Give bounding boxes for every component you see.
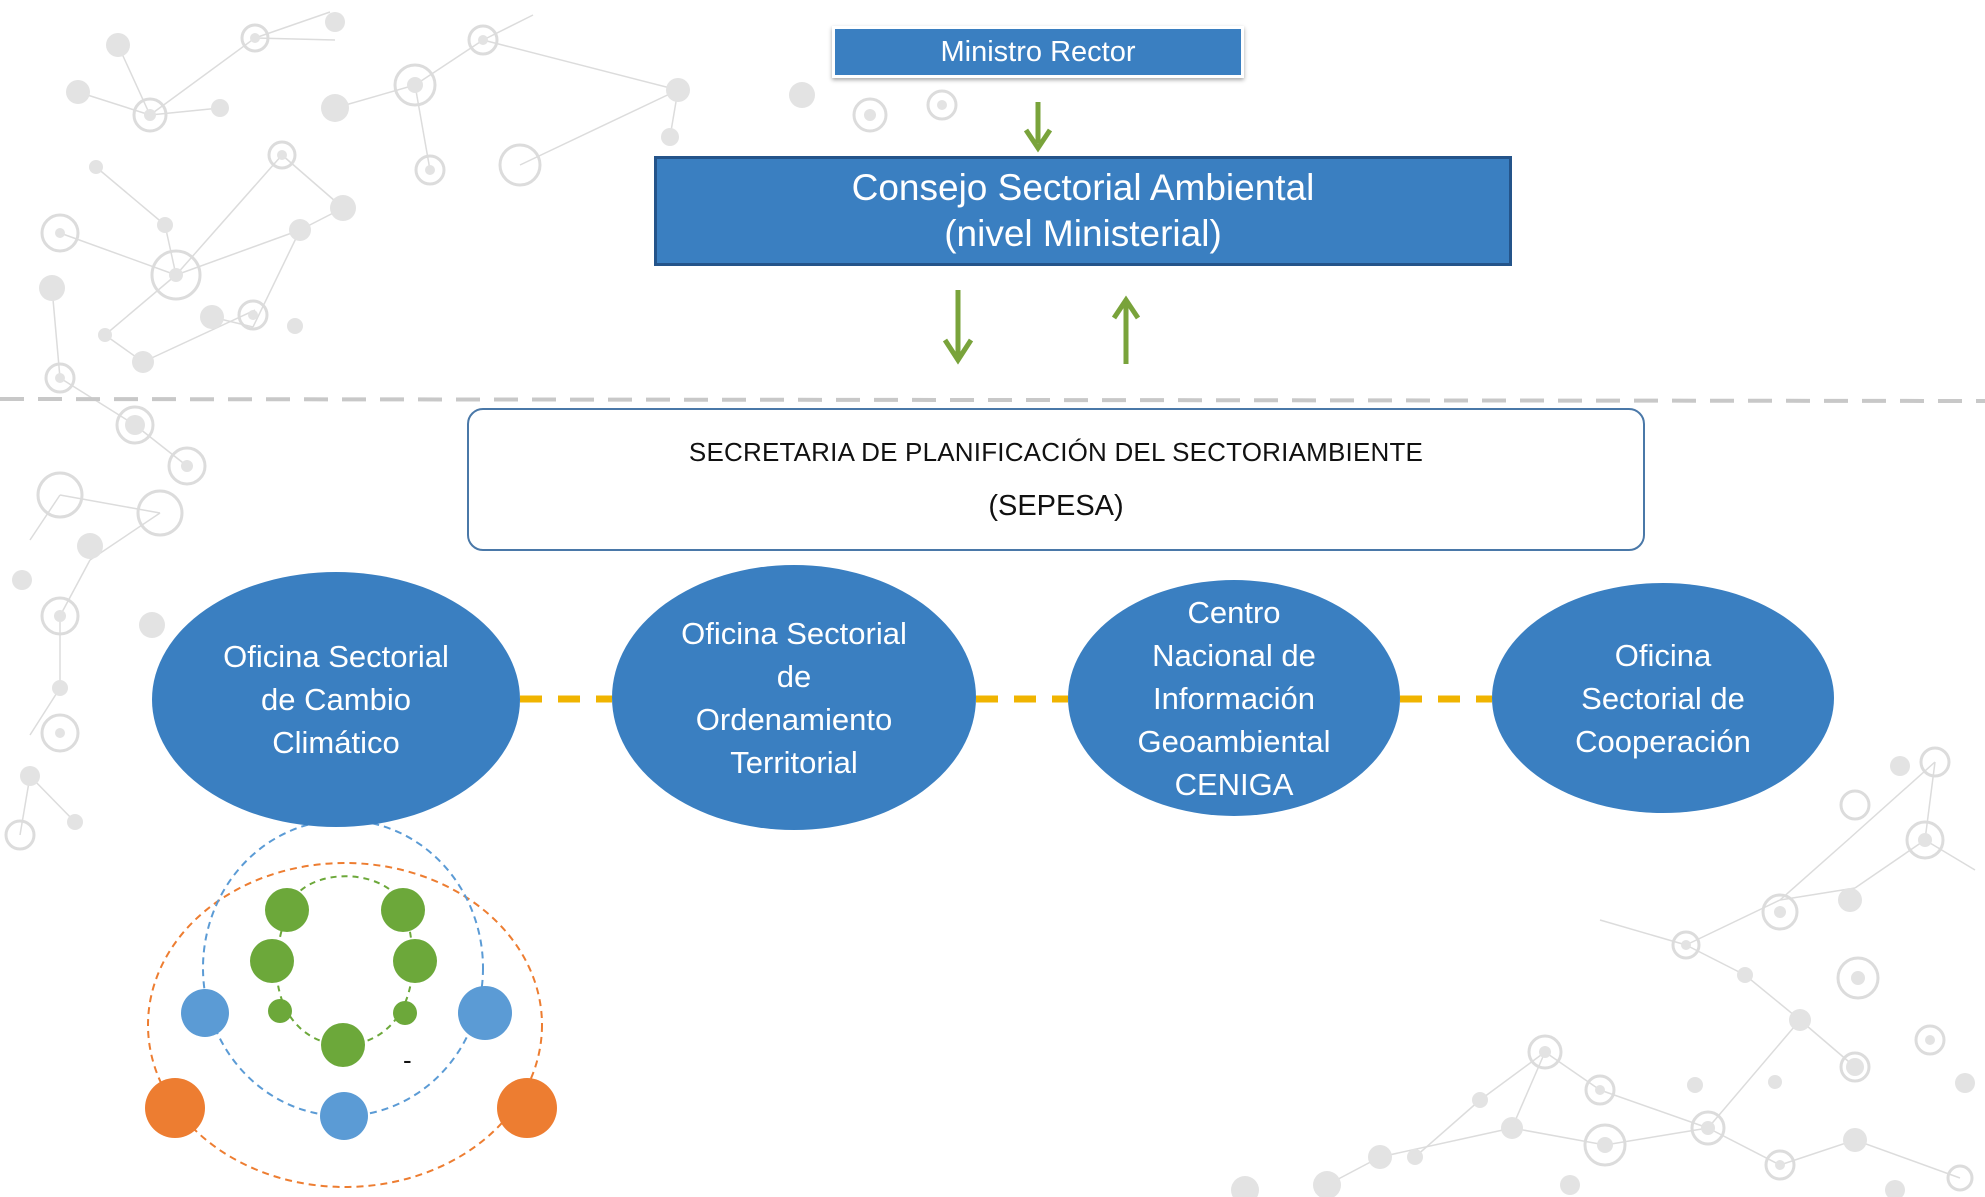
logo-orange-dot: [497, 1078, 557, 1138]
office-label-line: Oficina: [1614, 637, 1712, 673]
logo-orange-dot: [145, 1078, 205, 1138]
logo-green-dot: [393, 939, 437, 983]
logo-green-dot: [381, 888, 425, 932]
logo-green-dot: [250, 939, 294, 983]
logo-blue-dot: [458, 986, 512, 1040]
logo-orange-ring: [147, 862, 543, 1188]
office-label-line: CENIGA: [1174, 766, 1294, 802]
logo-dash-mark: -: [403, 1045, 412, 1075]
office-label-line: de Cambio: [261, 682, 411, 717]
office-label-line: Geoambiental: [1137, 723, 1331, 759]
secretariat-title: SECRETARIA DE PLANIFICACIÓN DEL SECTORIA…: [688, 436, 1424, 467]
decorative-logo: [145, 819, 557, 1188]
office-label-line: de: [776, 658, 812, 694]
logo-blue-ring: [202, 819, 484, 1117]
office-label-line: Ordenamiento: [695, 701, 893, 737]
office-territorial-planning: Oficina Sectorial de Ordenamiento Territ…: [612, 565, 976, 830]
minister-label: Ministro Rector: [940, 35, 1136, 68]
logo-green-dot: [268, 999, 292, 1023]
council-title: Consejo Sectorial Ambiental: [851, 167, 1315, 208]
council-level: (nivel Ministerial): [944, 213, 1222, 254]
logo-blue-dot: [181, 989, 229, 1037]
office-label-line: Nacional de: [1152, 637, 1316, 673]
minister-box: Ministro Rector: [832, 26, 1244, 78]
down-arrow-icon: [1023, 102, 1053, 153]
office-label-line: Climático: [272, 725, 400, 760]
down-arrow-icon: [942, 290, 974, 365]
office-ceniga: Centro Nacional de Información Geoambien…: [1068, 580, 1400, 816]
office-label-line: Oficina Sectorial: [681, 615, 907, 651]
logo-green-dot: [321, 1023, 365, 1067]
office-label-line: Información: [1153, 680, 1315, 716]
network-nodes-left: [4, 12, 958, 851]
network-nodes-right: [1231, 746, 1975, 1197]
horizontal-separator: [0, 397, 1985, 403]
office-cooperation: Oficina Sectorial de Cooperación: [1492, 583, 1834, 813]
up-arrow-icon: [1111, 295, 1141, 364]
office-label-line: Cooperación: [1575, 723, 1751, 759]
office-label-line: Sectorial de: [1581, 680, 1745, 716]
office-climate-change: Oficina Sectorial de Cambio Climático: [152, 572, 520, 827]
office-label-line: Oficina Sectorial: [223, 639, 449, 674]
office-label-line: Territorial: [730, 744, 858, 780]
logo-green-dot: [265, 888, 309, 932]
secretariat-box: SECRETARIA DE PLANIFICACIÓN DEL SECTORIA…: [467, 408, 1645, 551]
council-box: Consejo Sectorial Ambiental (nivel Minis…: [654, 156, 1512, 266]
office-label-line: Centro: [1187, 594, 1281, 630]
logo-blue-dot: [320, 1092, 368, 1140]
secretariat-acronym: (SEPESA): [988, 489, 1124, 522]
logo-green-dot: [393, 1001, 417, 1025]
